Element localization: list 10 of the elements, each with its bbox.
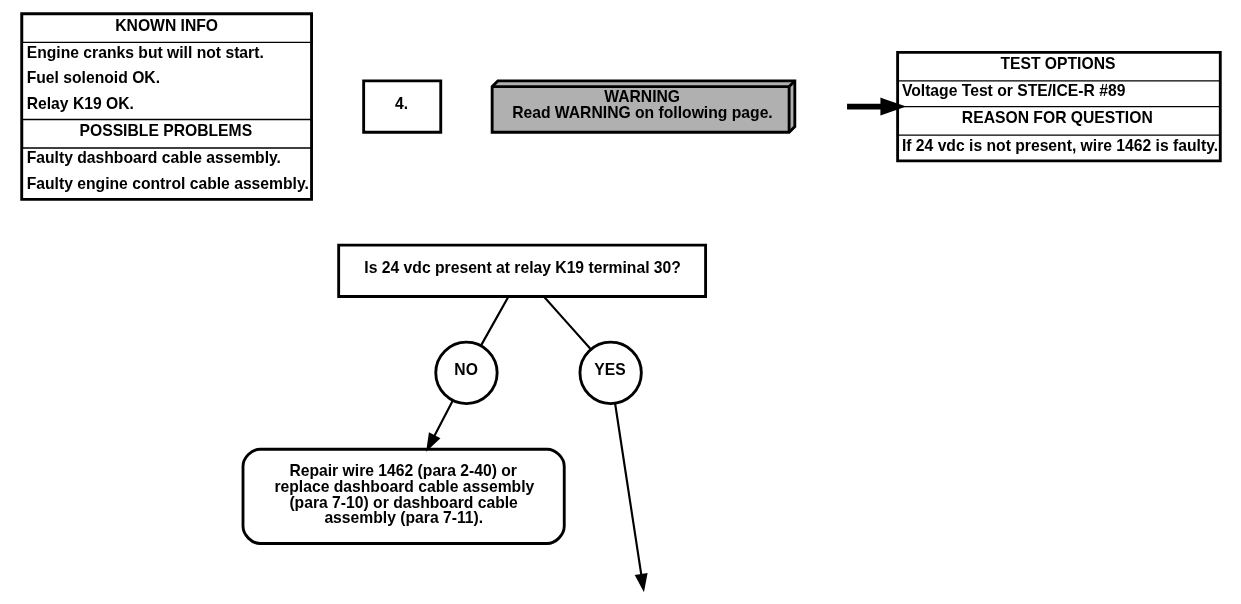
node-box: Repair wire 1462 (para 2-40) or replace dashboard cable assembly (para 7-10) or dashboard cable assembly (para 7-11). bbox=[241, 447, 566, 545]
node-box: Is 24 vdc present at relay K19 terminal 30? bbox=[336, 243, 707, 298]
node-circle: NO bbox=[433, 340, 499, 405]
connector bbox=[542, 296, 592, 350]
node-box: 4. bbox=[361, 79, 442, 134]
connector bbox=[479, 296, 509, 346]
node-circle: YES bbox=[578, 340, 643, 405]
arrow bbox=[425, 400, 454, 452]
arrow bbox=[613, 403, 648, 593]
arrow bbox=[846, 97, 906, 116]
